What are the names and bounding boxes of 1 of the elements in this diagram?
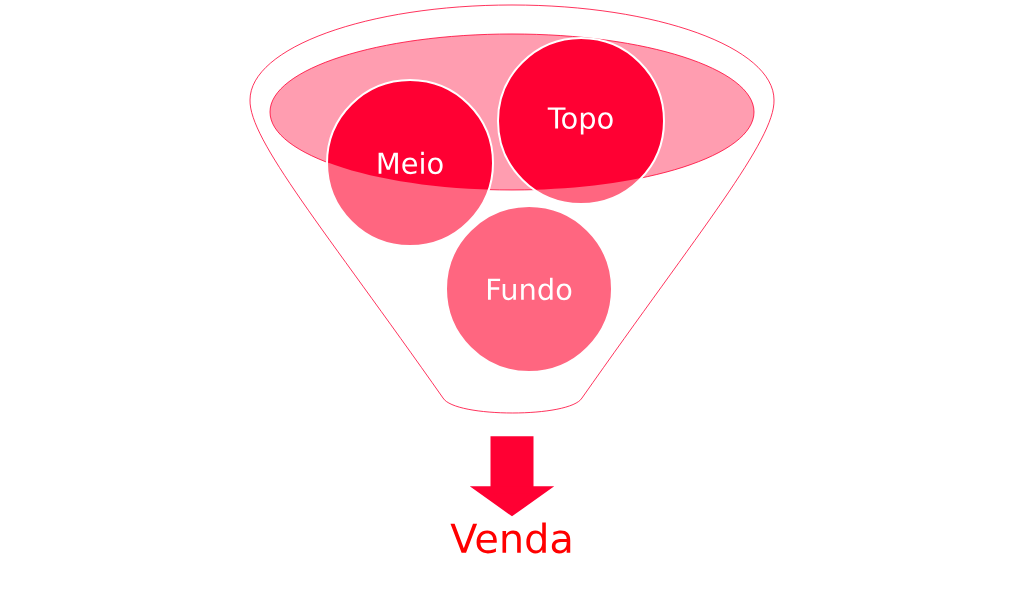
result-text: Venda (450, 522, 571, 554)
